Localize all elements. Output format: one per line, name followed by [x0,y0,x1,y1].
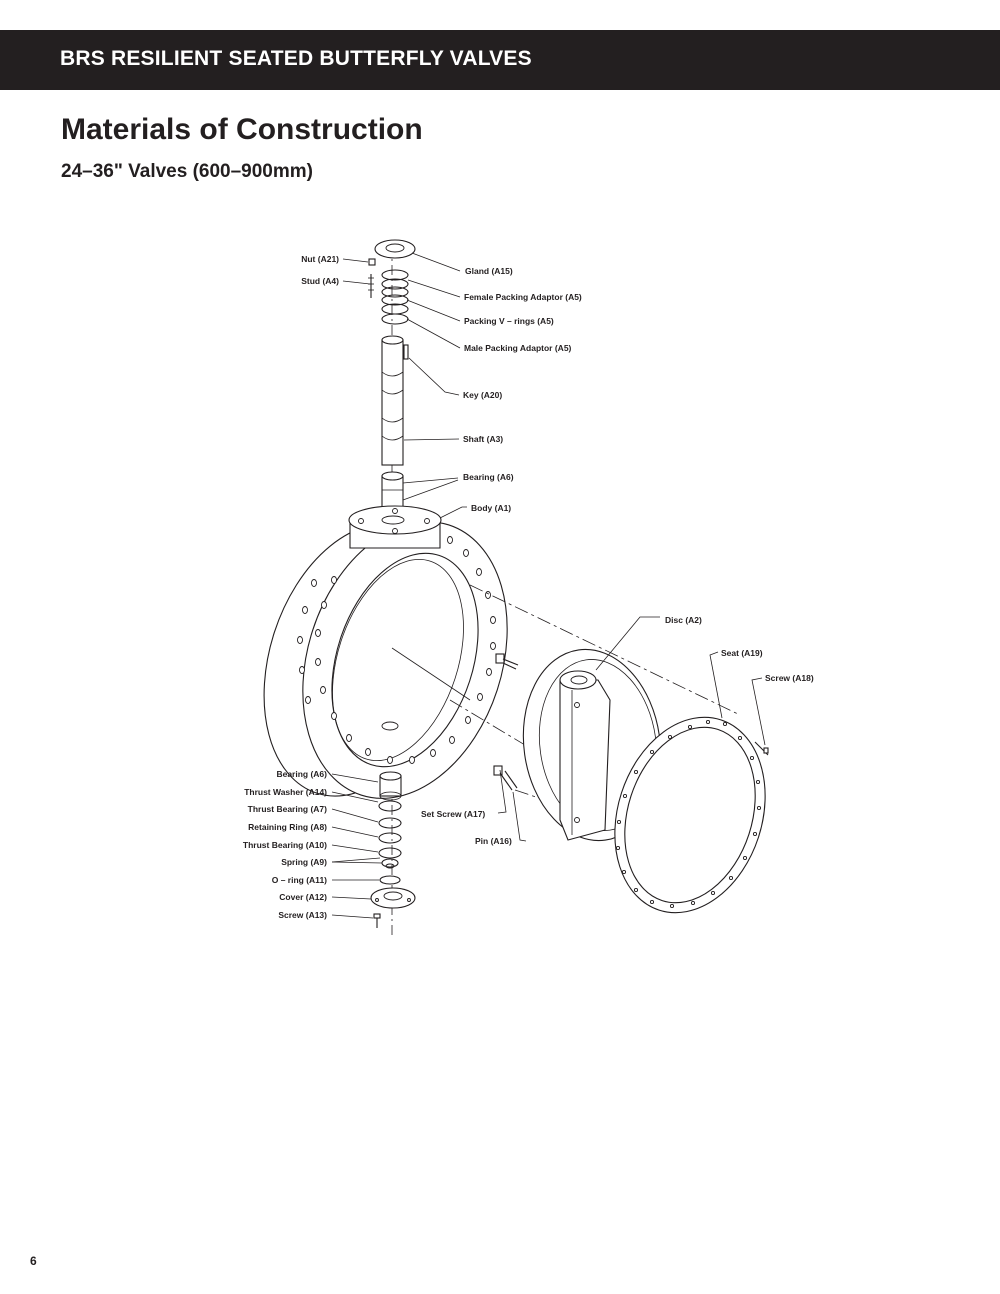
label-o-ring: O – ring (A11) [272,875,327,885]
shaft-part [381,335,404,466]
label-seat: Seat (A19) [721,648,763,658]
label-key: Key (A20) [463,390,502,400]
label-thrust-bearing-a10: Thrust Bearing (A10) [243,840,327,850]
label-pin: Pin (A16) [475,836,512,846]
bottom-rings [378,800,402,859]
assembly-line-pin [514,789,561,806]
label-set-screw: Set Screw (A17) [421,809,485,819]
label-body: Body (A1) [471,503,511,513]
label-nut: Nut (A21) [301,254,339,264]
o-ring-part [379,875,401,885]
header-bar: BRS RESILIENT SEATED BUTTERFLY VALVES [0,30,1000,90]
label-shaft: Shaft (A3) [463,434,503,444]
bearing-top-part [381,471,404,511]
label-bearing-bottom: Bearing (A6) [276,769,327,779]
page-subtitle: 24–36" Valves (600–900mm) [61,161,313,182]
label-gland: Gland (A15) [465,266,513,276]
label-cover: Cover (A12) [279,892,327,902]
page-title: Materials of Construction [61,113,423,146]
label-spring: Spring (A9) [281,857,327,867]
body-bolt-holes [297,536,496,764]
body-part [263,505,508,799]
seat-screw-part [754,741,769,756]
pin-part [499,770,518,791]
stud-part [368,274,374,298]
seat-part [614,716,766,914]
label-thrust-bearing-a7: Thrust Bearing (A7) [248,804,328,814]
cover-screw-part [373,913,381,928]
cover-part [370,887,416,909]
label-female-packing-adaptor: Female Packing Adaptor (A5) [464,292,582,302]
gland-part [374,239,416,259]
page-number: 6 [30,1254,37,1268]
label-thrust-washer: Thrust Washer (A14) [244,787,327,797]
key-part [403,344,409,360]
packing-rings [381,269,409,325]
bearing-bottom-part [379,771,402,801]
spring-part [381,858,399,869]
label-bearing-top: Bearing (A6) [463,472,514,482]
label-disc: Disc (A2) [665,615,702,625]
label-stud: Stud (A4) [301,276,339,286]
label-male-packing-adaptor: Male Packing Adaptor (A5) [464,343,572,353]
nut-part [368,258,376,266]
set-screw-part [493,765,503,776]
seat-holes [615,719,762,909]
label-packing-v-rings: Packing V – rings (A5) [464,316,554,326]
leader-lines [331,252,766,919]
set-screw-part-upper [495,653,519,670]
header-title: BRS RESILIENT SEATED BUTTERFLY VALVES [60,47,532,70]
label-retaining-ring: Retaining Ring (A8) [248,822,327,832]
label-screw-seat: Screw (A18) [765,673,814,683]
label-screw-cover: Screw (A13) [278,910,327,920]
